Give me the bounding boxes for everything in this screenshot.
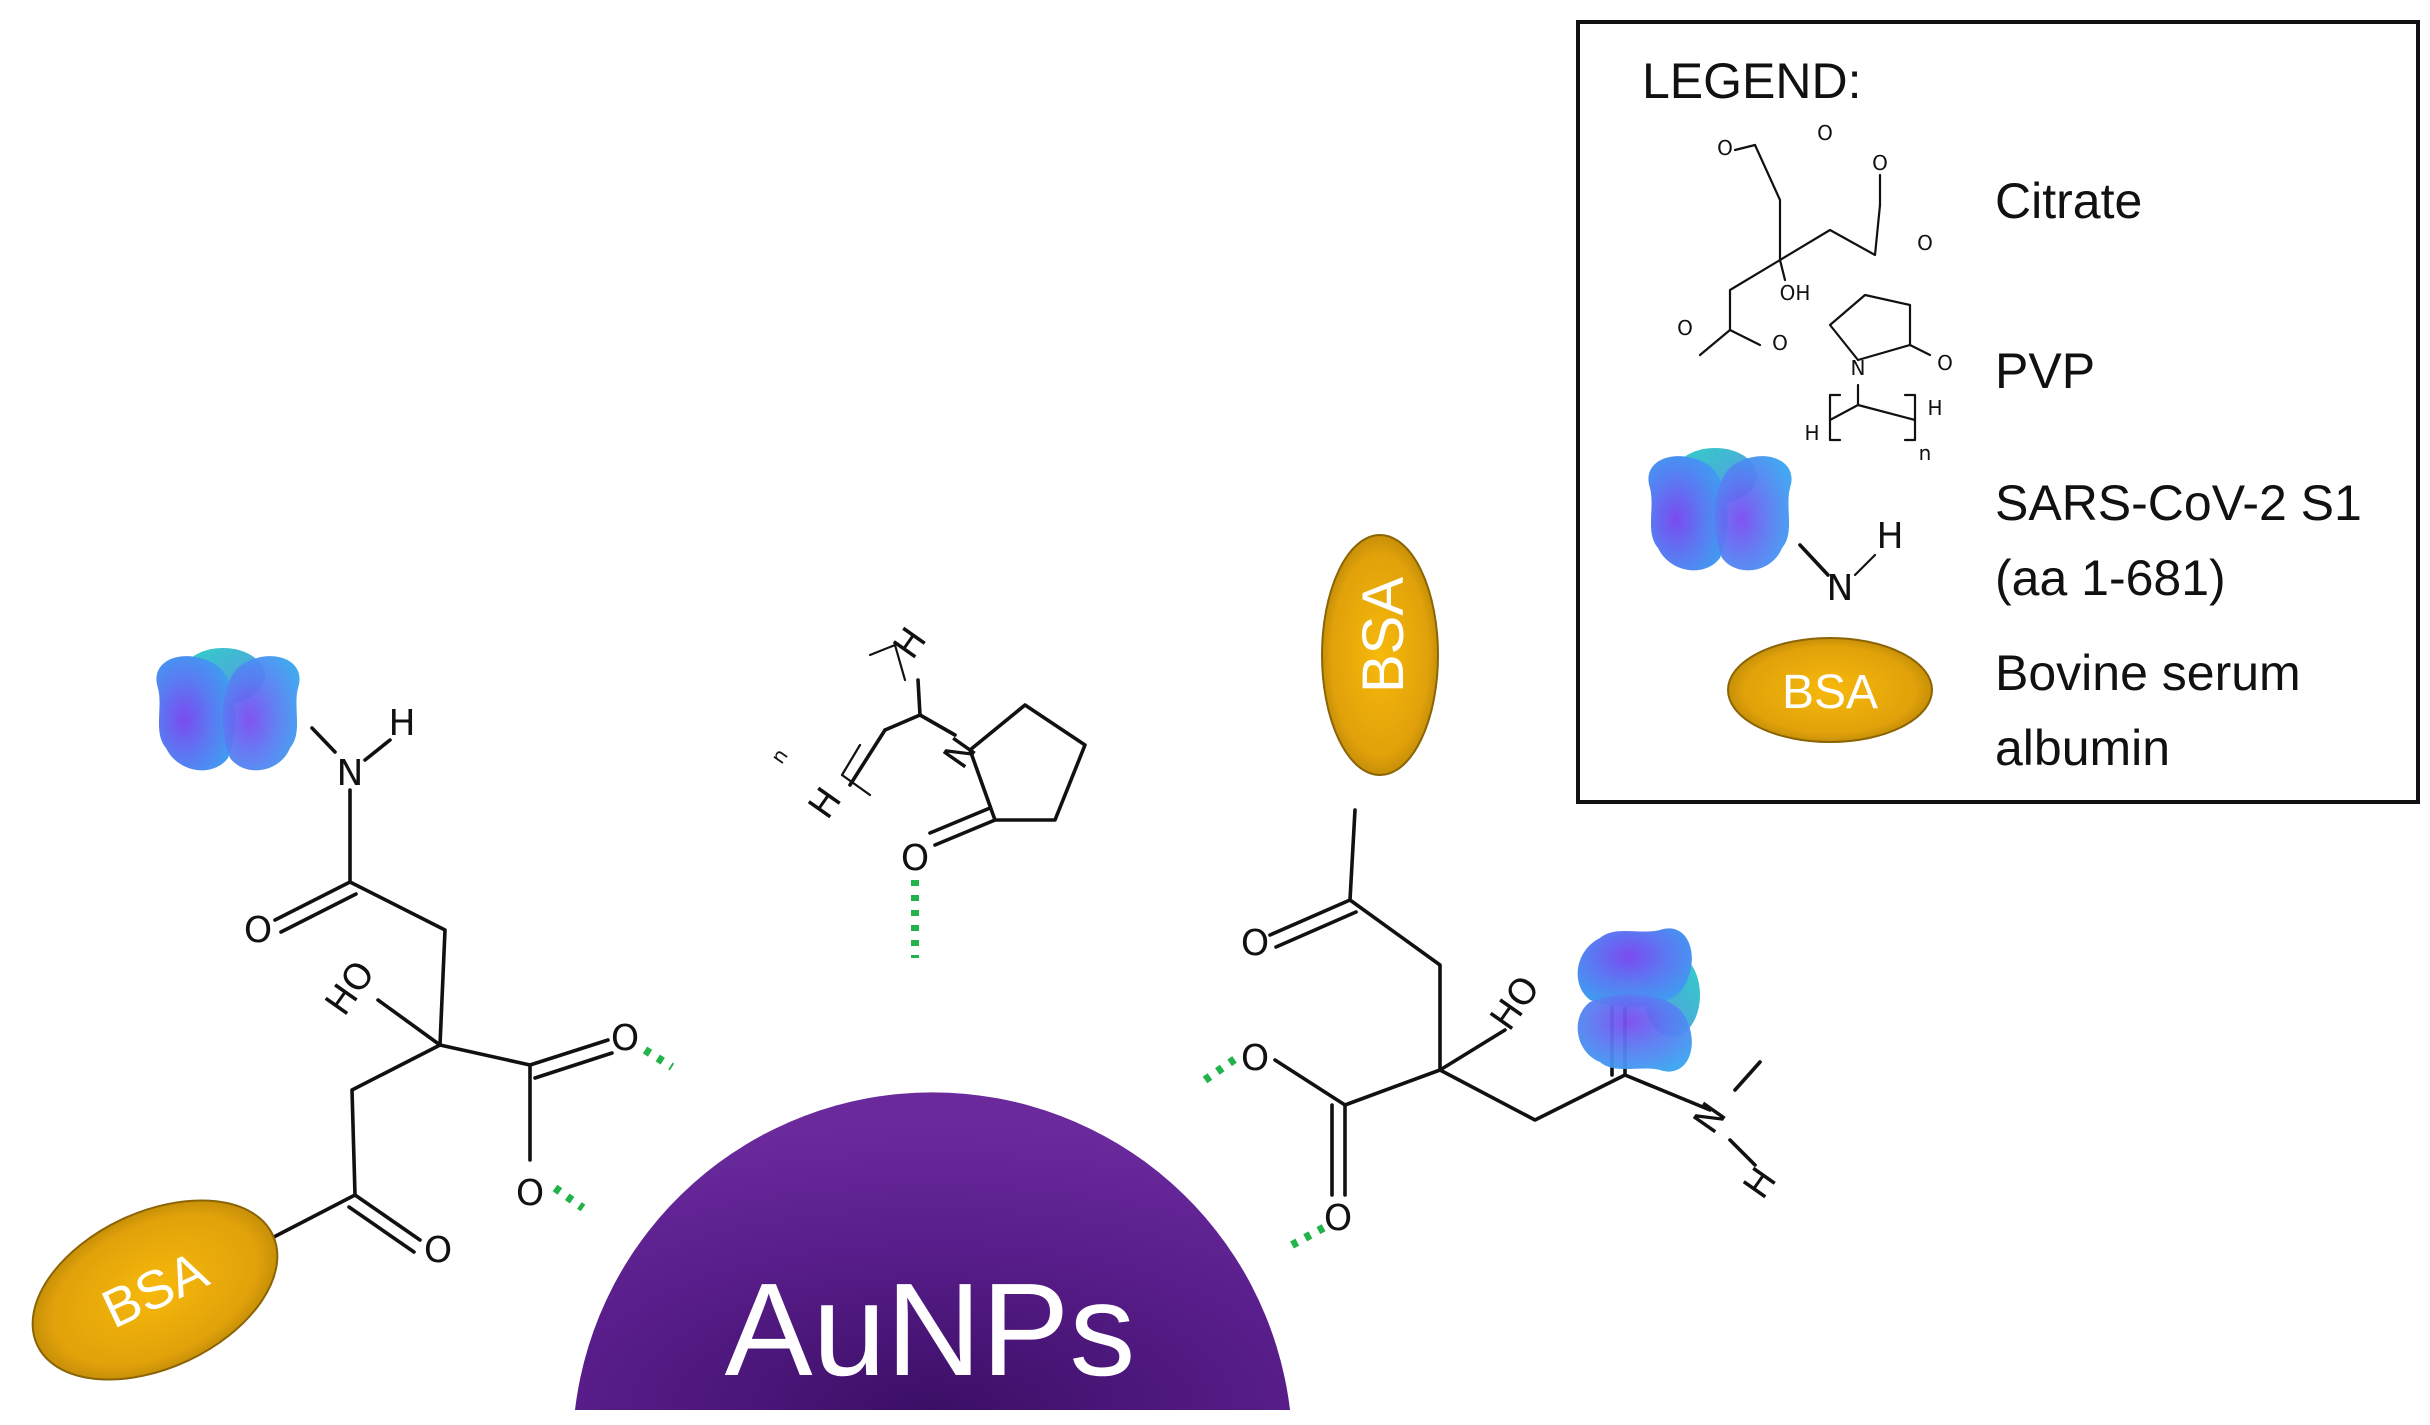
- hbond-left-upper: [642, 1046, 675, 1071]
- legend-pvp-structure: O N H H n: [1804, 293, 1953, 465]
- svg-text:H: H: [801, 781, 850, 827]
- legend-label-spike-line2: (aa 1-681): [1995, 550, 2226, 606]
- svg-text:BSA: BSA: [1782, 666, 1878, 719]
- bsa-right: BSA: [1321, 534, 1439, 776]
- legend-label-bsa-line2: albumin: [1995, 720, 2170, 776]
- svg-text:HO: HO: [1483, 969, 1548, 1038]
- svg-text:H: H: [1927, 396, 1942, 420]
- hbond-left-lower: [552, 1184, 586, 1212]
- citrate-right: O O HO O N H O: [1241, 808, 1785, 1239]
- svg-text:O: O: [1677, 316, 1693, 340]
- svg-text:BSA: BSA: [1351, 577, 1416, 693]
- legend-bsa-icon: BSA: [1727, 637, 1933, 743]
- svg-text:N: N: [1827, 568, 1854, 609]
- svg-text:O: O: [424, 1230, 452, 1271]
- hydrogen-bonds: [552, 880, 1327, 1249]
- svg-text:O: O: [901, 838, 929, 879]
- svg-text:O: O: [1937, 351, 1953, 375]
- legend-spike-protein-icon: [1648, 448, 1792, 571]
- svg-text:O: O: [516, 1173, 544, 1214]
- svg-text:O: O: [1717, 136, 1733, 160]
- legend-label-citrate: Citrate: [1995, 173, 2142, 229]
- svg-text:H: H: [1736, 1161, 1785, 1207]
- svg-text:O: O: [244, 910, 272, 951]
- svg-text:O: O: [1817, 121, 1833, 145]
- svg-text:n: n: [766, 744, 793, 768]
- svg-text:N: N: [1851, 356, 1866, 380]
- aunp-core-shape: [575, 1092, 1290, 1410]
- svg-text:O: O: [1241, 1038, 1269, 1079]
- hbond-right-upper: [1202, 1053, 1241, 1084]
- svg-text:H: H: [388, 703, 415, 744]
- spike-protein-right: [1577, 928, 1700, 1072]
- spike-protein-left: [156, 648, 300, 771]
- svg-text:O: O: [1872, 151, 1888, 175]
- svg-text:O: O: [611, 1018, 639, 1059]
- svg-text:H: H: [1804, 421, 1819, 445]
- pvp-bound: O N H H n: [766, 621, 1087, 879]
- svg-text:n: n: [1919, 441, 1932, 465]
- aunp-core: AuNPs: [575, 1092, 1290, 1410]
- svg-text:HO: HO: [318, 954, 383, 1023]
- legend-label-spike-line1: SARS-CoV-2 S1: [1995, 475, 2362, 531]
- svg-text:O: O: [1324, 1198, 1352, 1239]
- svg-text:O: O: [1241, 923, 1269, 964]
- svg-text:O: O: [1772, 331, 1788, 355]
- svg-text:H: H: [886, 621, 935, 667]
- legend-citrate-structure: OH O O O O O O: [1677, 121, 1933, 357]
- legend: LEGEND: OH O O O O O O Citrate O N: [1576, 20, 2420, 804]
- legend-title: LEGEND:: [1642, 53, 1862, 109]
- svg-text:O: O: [1917, 231, 1933, 255]
- svg-text:N: N: [337, 753, 364, 794]
- legend-label-pvp: PVP: [1995, 343, 2095, 399]
- legend-label-bsa-line1: Bovine serum: [1995, 645, 2301, 701]
- svg-text:H: H: [1876, 516, 1903, 557]
- citrate-left: HO O O O N H O: [244, 703, 639, 1271]
- svg-text:OH: OH: [1780, 281, 1811, 305]
- bsa-left: BSA: [31, 1199, 279, 1381]
- legend-box: [1576, 20, 2420, 804]
- hbond-right-lower: [1290, 1223, 1327, 1249]
- aunp-core-label: AuNPs: [725, 1256, 1136, 1403]
